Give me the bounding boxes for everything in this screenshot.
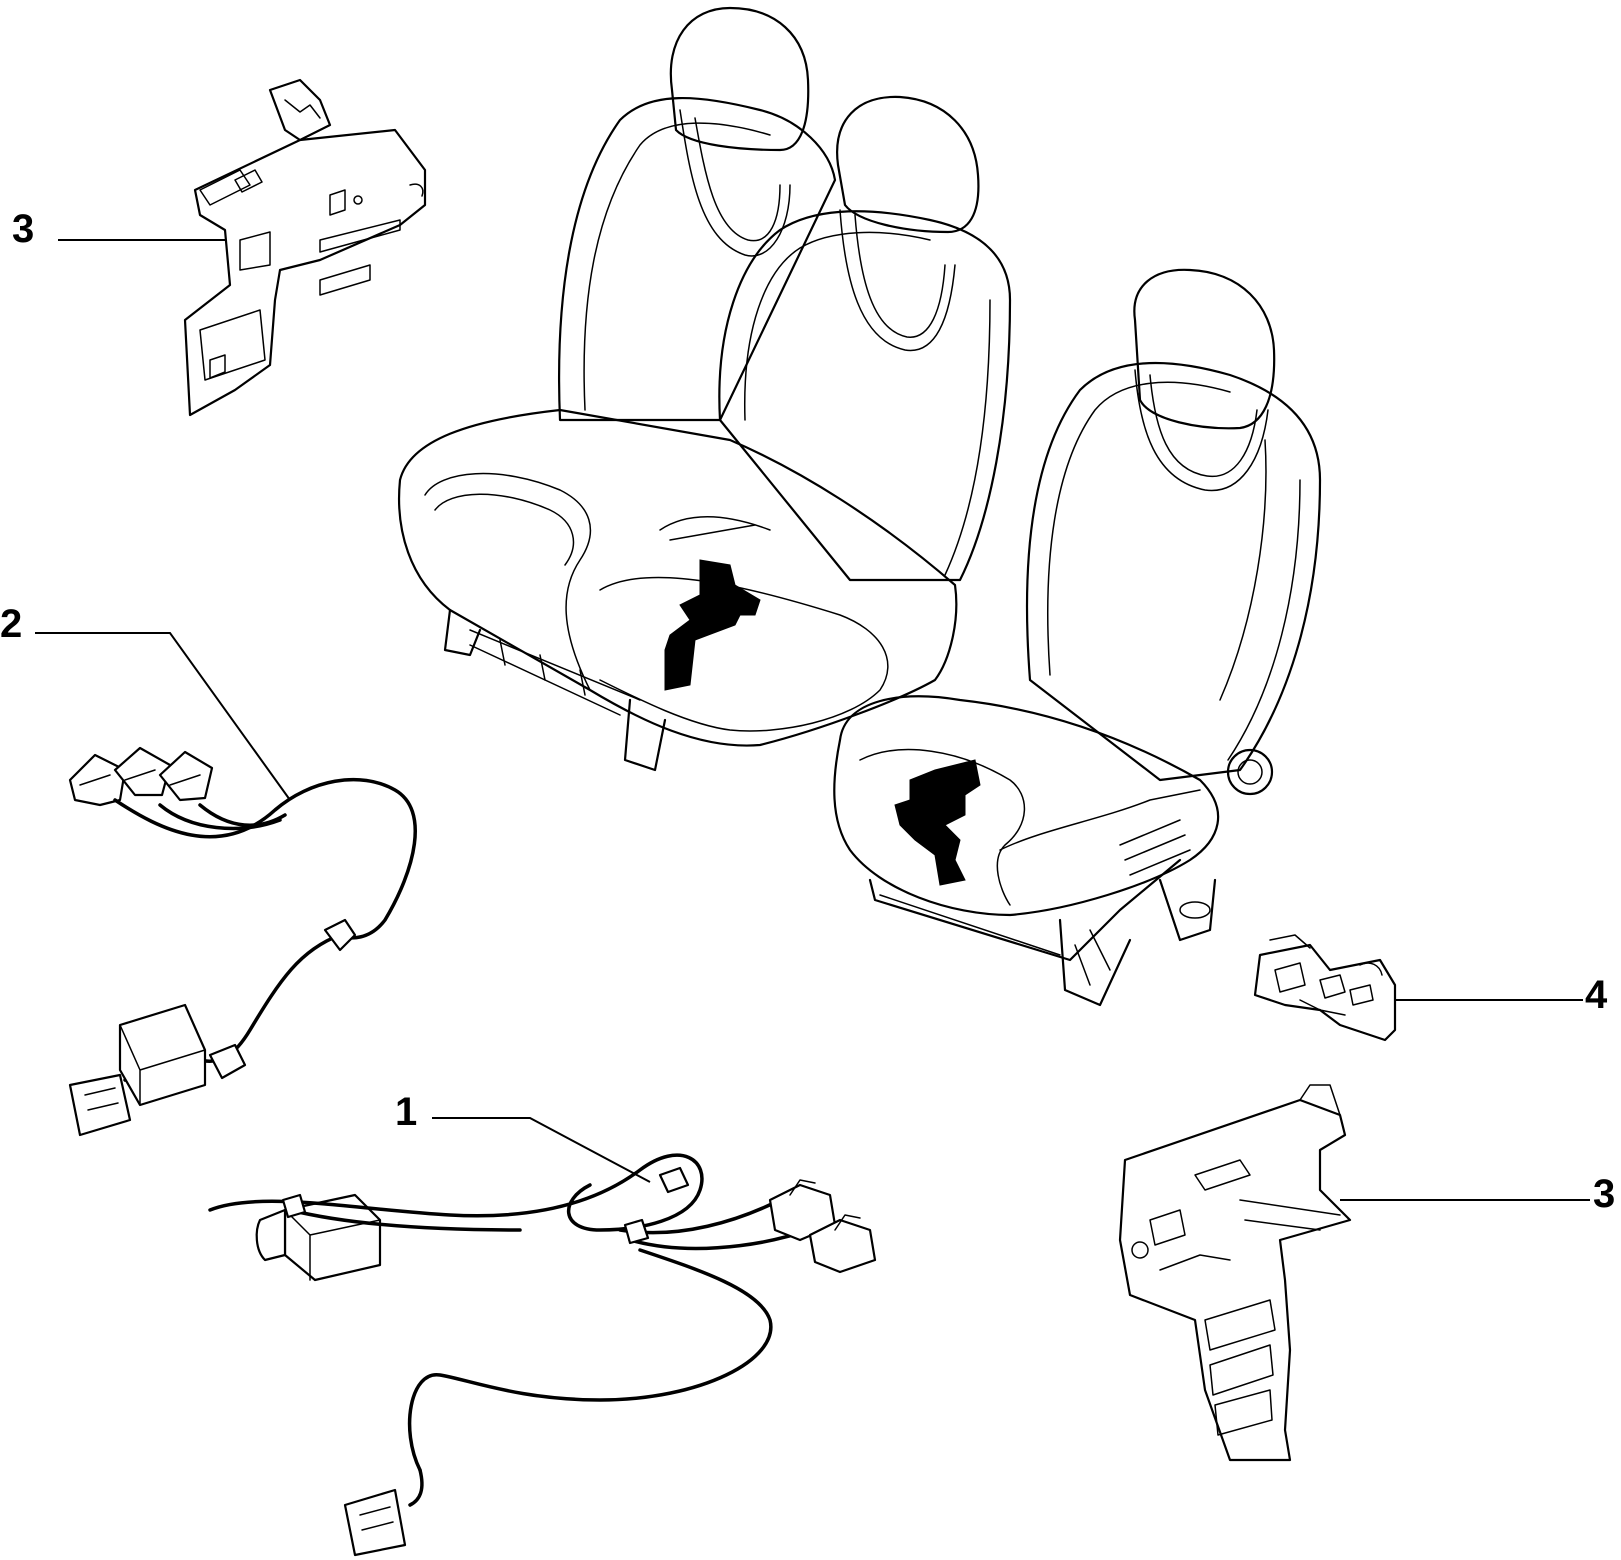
callout-1: 1 (395, 1090, 417, 1134)
leader-lines (35, 239, 1590, 1201)
leader-1 (432, 1117, 651, 1183)
callout-2: 2 (0, 602, 22, 646)
bracket-3-bottom (1118, 1084, 1352, 1462)
callout-3-top: 3 (12, 207, 34, 251)
single-seat (833, 268, 1322, 1007)
callout-4: 4 (1585, 973, 1608, 1017)
bracket-4 (1253, 934, 1397, 1042)
callout-3-bottom: 3 (1593, 1172, 1615, 1216)
bracket-3-top (183, 78, 427, 417)
bench-seat (398, 6, 1012, 772)
harness-1 (208, 1153, 877, 1557)
leader-2 (35, 632, 291, 801)
harness-2 (68, 746, 417, 1137)
